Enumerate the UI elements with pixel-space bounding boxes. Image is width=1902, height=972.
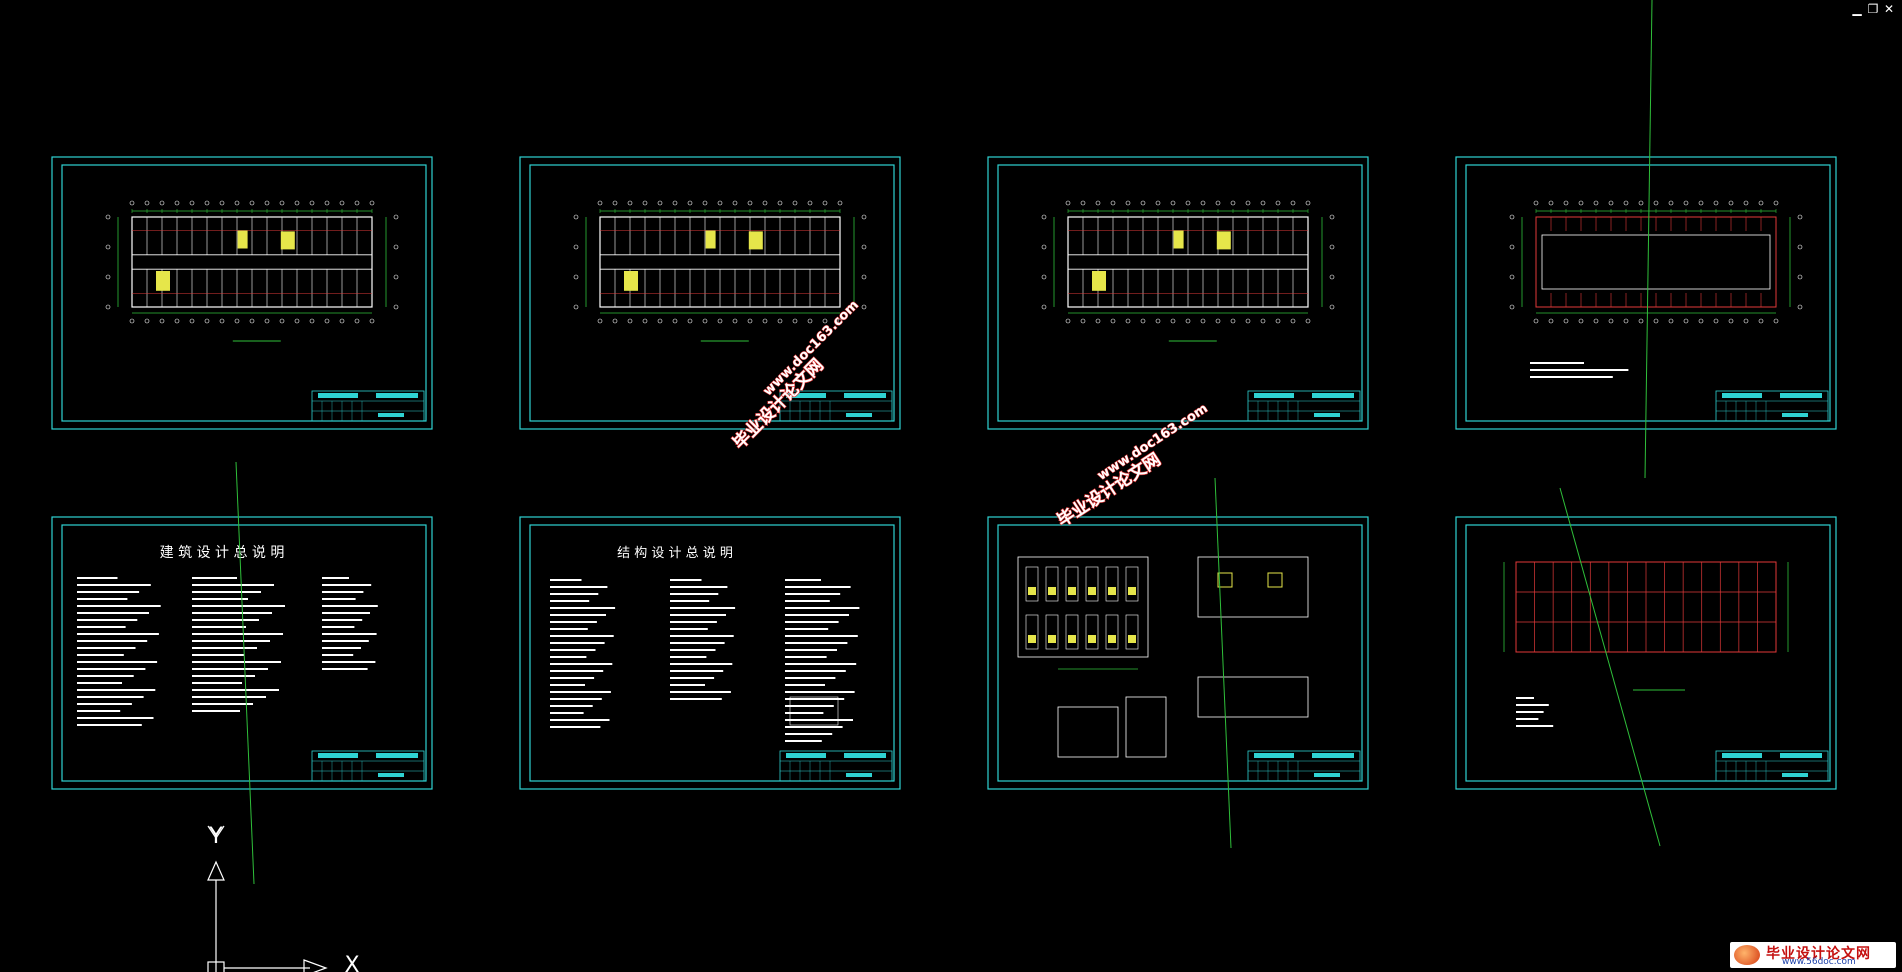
logo-url: www.56doc.com bbox=[1782, 957, 1856, 967]
watermark-line1: 毕业设计论文网 bbox=[729, 355, 828, 454]
logo-name: 毕业设计论文网 bbox=[1766, 946, 1871, 962]
site-logo: 毕业设计论文网 www.56doc.com bbox=[1730, 942, 1896, 968]
sheet-top-floor-plan[interactable] bbox=[987, 156, 1369, 430]
general-arch-notes-title: 建 筑 设 计 总 说 明 bbox=[160, 545, 285, 561]
sheet-ground-floor-plan[interactable] bbox=[51, 156, 433, 430]
logo-mark-icon bbox=[1734, 945, 1760, 965]
sheet-frame-plan[interactable] bbox=[1455, 516, 1837, 790]
close-icon[interactable]: ✕ bbox=[1883, 2, 1895, 16]
stray-line bbox=[1214, 477, 1232, 849]
stray-line bbox=[1644, 0, 1653, 479]
ucs-y-label: Y bbox=[208, 824, 223, 849]
general-struct-notes-title: 结 构 设 计 总 说 明 bbox=[617, 546, 733, 561]
sheet-general-arch-notes[interactable]: 建 筑 设 计 总 说 明 bbox=[51, 516, 433, 790]
minimize-icon[interactable]: ▁ bbox=[1852, 2, 1862, 16]
sheet-standard-floor-plan[interactable] bbox=[519, 156, 901, 430]
sheet-general-struct-notes[interactable]: 结 构 设 计 总 说 明 bbox=[519, 516, 901, 790]
stray-line bbox=[235, 461, 255, 885]
sheet-foundation-plan[interactable] bbox=[987, 516, 1369, 790]
restore-icon[interactable]: ❐ bbox=[1867, 2, 1879, 16]
stray-line bbox=[1559, 487, 1661, 847]
ucs-icon: YX bbox=[207, 824, 360, 972]
ucs-x-label: X bbox=[344, 953, 359, 972]
sheet-roof-plan[interactable] bbox=[1455, 156, 1837, 430]
